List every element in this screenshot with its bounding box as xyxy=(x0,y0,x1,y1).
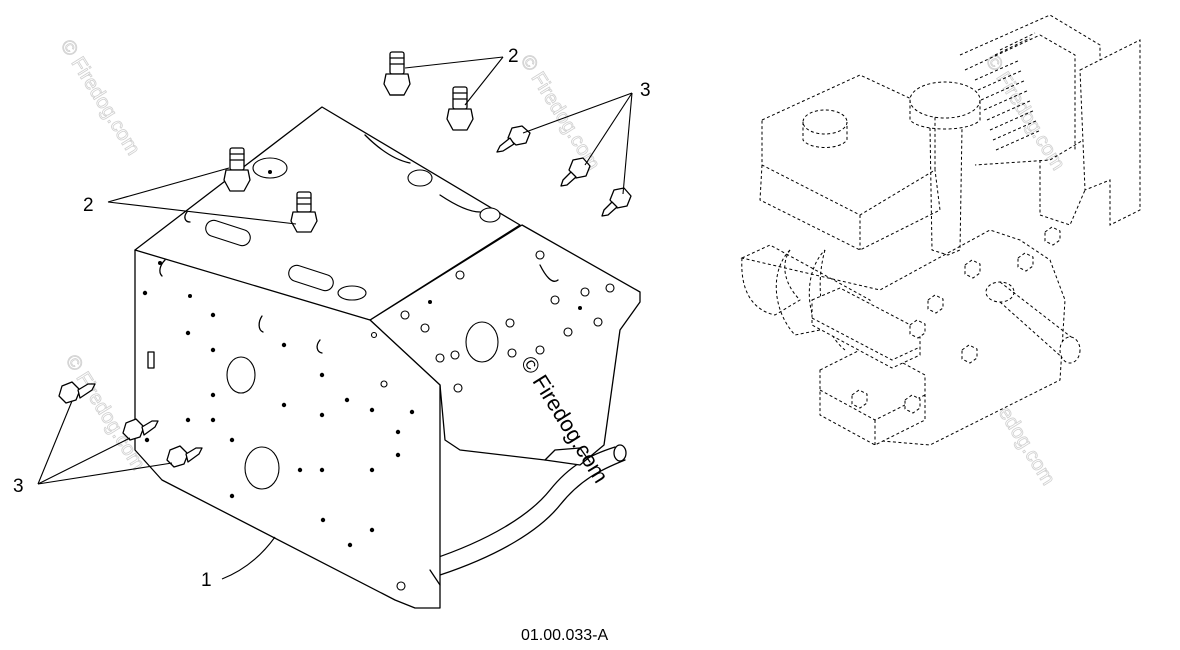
callout-bolts-left: 3 xyxy=(13,476,24,497)
watermark-top-left: © Firedog.com xyxy=(56,36,144,159)
callout-fitting-top: 2 xyxy=(508,46,519,67)
engine-phantom xyxy=(740,14,1141,446)
bolt-right-2 xyxy=(560,157,591,187)
callouts: 2 2 3 3 1 xyxy=(13,46,651,591)
drawing-code: 01.00.033-A xyxy=(521,627,609,644)
fitting-top-b xyxy=(446,86,474,131)
fittings xyxy=(223,51,474,233)
frame-assembly xyxy=(134,106,641,609)
callout-fitting-left: 2 xyxy=(83,195,94,216)
callout-bolts-right: 3 xyxy=(640,80,651,101)
frame-holes xyxy=(142,250,615,591)
fitting-left-a xyxy=(223,147,251,192)
bolt-right-1 xyxy=(496,125,531,153)
bolt-left-1 xyxy=(58,381,96,404)
engine-nuts xyxy=(851,226,1061,414)
fitting-top-a xyxy=(383,51,411,96)
watermark-top-right: © Firedog.com xyxy=(981,51,1069,174)
bolt-left-2 xyxy=(122,418,159,441)
fitting-left-b xyxy=(290,191,318,233)
bolt-right-3 xyxy=(601,187,632,217)
callout-frame: 1 xyxy=(201,570,212,591)
bolt-left-3 xyxy=(166,445,203,468)
bolts xyxy=(58,125,632,468)
